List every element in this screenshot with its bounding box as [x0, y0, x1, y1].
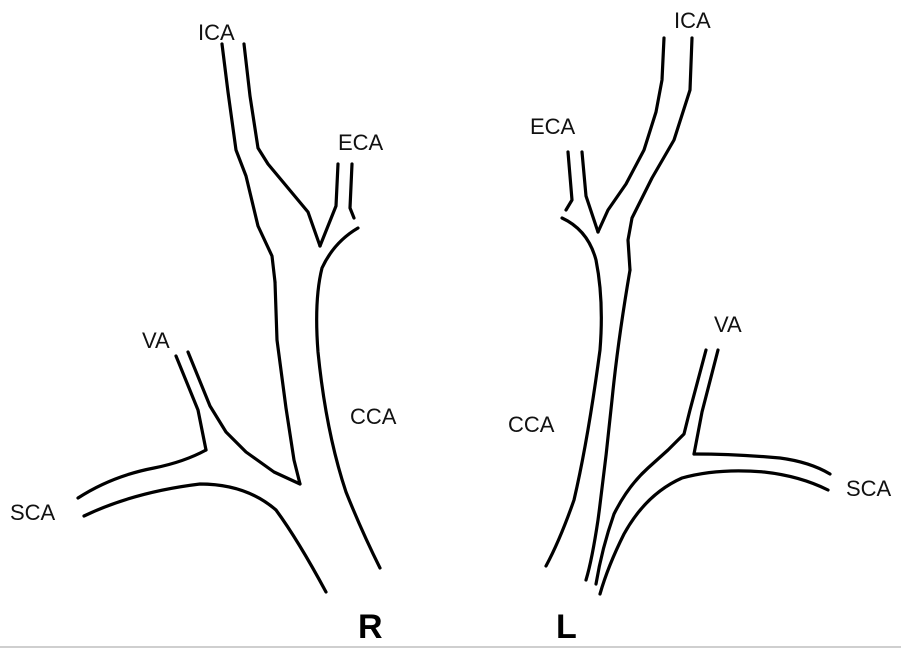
right-sca-label: SCA — [10, 500, 56, 525]
left-cca-left-wall — [546, 218, 601, 566]
right-va-right-wall — [188, 352, 300, 484]
left-eca-inner-wall — [582, 152, 598, 232]
right-cca-label: CCA — [350, 404, 397, 429]
left-sca-label: SCA — [846, 476, 892, 501]
right-eca-right-wall — [350, 164, 354, 218]
right-va-label: VA — [142, 328, 170, 353]
right-cca-left-wall — [275, 282, 300, 484]
right-eca-left-wall — [320, 164, 338, 246]
right-side-vessels: ICA ECA VA CCA SCA R — [10, 20, 397, 646]
right-sca-lower-wall — [84, 484, 326, 592]
left-va-right-wall — [694, 350, 718, 454]
right-side-label: R — [358, 608, 383, 646]
left-va-label: VA — [714, 312, 742, 337]
left-sca-lower-wall — [600, 471, 828, 594]
right-cca-right-wall — [317, 228, 380, 568]
left-ica-inner-wall — [598, 38, 664, 232]
left-ica-outer-wall — [628, 38, 692, 270]
bottom-border-line — [0, 646, 901, 648]
left-eca-label: ECA — [530, 114, 576, 139]
right-va-left-wall — [176, 356, 206, 450]
right-eca-label: ECA — [338, 130, 384, 155]
left-eca-outer-wall — [566, 152, 572, 210]
right-ica-label: ICA — [198, 20, 235, 45]
left-side-vessels: ICA ECA VA CCA SCA L — [508, 8, 892, 646]
left-cca-label: CCA — [508, 412, 555, 437]
left-ica-label: ICA — [674, 8, 711, 33]
left-side-label: L — [556, 608, 577, 646]
right-sca-upper-wall — [78, 450, 206, 498]
